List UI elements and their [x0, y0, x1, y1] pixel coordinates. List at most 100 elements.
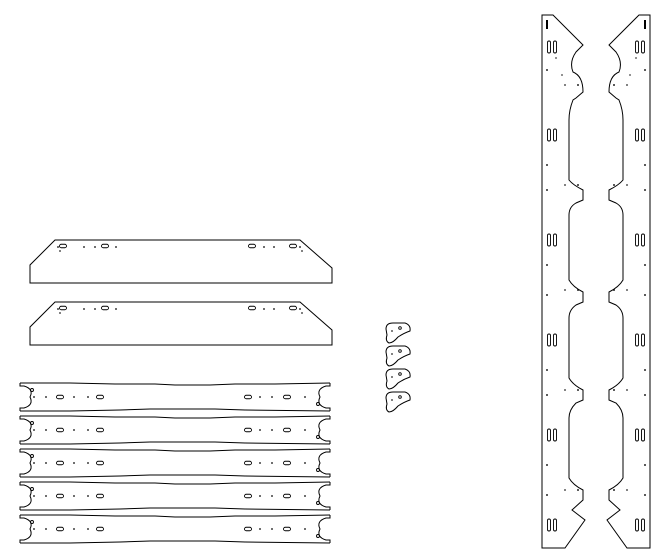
hole-mark — [644, 294, 646, 296]
hole-mark — [391, 353, 393, 355]
plate-outline — [29, 239, 333, 284]
hole-mark — [304, 396, 306, 398]
slot-hole — [244, 394, 252, 400]
hole-mark — [33, 528, 35, 530]
hole-mark — [271, 495, 273, 497]
hole-mark — [546, 164, 548, 166]
hole-mark — [33, 429, 35, 431]
hole-mark — [564, 389, 566, 391]
round-hole — [30, 421, 34, 425]
bracket-outline — [385, 322, 411, 344]
round-hole — [316, 402, 320, 406]
rail-top-edge — [20, 481, 331, 485]
hole-mark — [45, 528, 47, 530]
hole-mark — [644, 369, 646, 371]
slot-hole — [641, 428, 645, 442]
hole-mark — [644, 494, 646, 496]
rail — [19, 382, 331, 412]
slot-hole — [635, 233, 639, 247]
slot-hole — [547, 40, 551, 54]
hole-mark — [273, 246, 275, 248]
rail-left-end — [19, 416, 32, 444]
slot-hole — [56, 394, 64, 400]
slot-hole — [248, 305, 256, 311]
hole-mark — [626, 289, 628, 291]
hole-mark — [73, 462, 75, 464]
hole-mark — [613, 184, 615, 186]
hole-mark — [391, 399, 393, 401]
rail-right-end — [318, 449, 331, 477]
hole-mark — [644, 394, 646, 396]
hole-mark — [304, 495, 306, 497]
hole-mark — [59, 312, 61, 314]
rail-right-end — [318, 482, 331, 510]
hole-mark — [87, 429, 89, 431]
hole-mark — [87, 396, 89, 398]
slot-hole — [96, 394, 104, 400]
hole-mark — [45, 429, 47, 431]
slot-hole — [635, 333, 639, 347]
round-hole — [316, 534, 320, 538]
slot-hole — [56, 526, 64, 532]
hole-mark — [644, 164, 646, 166]
hole-mark — [546, 464, 548, 466]
hole-mark — [304, 429, 306, 431]
rail-left-end — [19, 449, 32, 477]
trapezoid-plates — [29, 239, 333, 346]
hole-mark — [45, 462, 47, 464]
round-hole — [316, 468, 320, 472]
slot-hole — [553, 428, 557, 442]
round-hole — [398, 326, 402, 330]
hole-mark — [626, 184, 628, 186]
hole-mark — [546, 369, 548, 371]
upright-outline — [541, 14, 586, 549]
hole-mark — [391, 376, 393, 378]
hole-mark — [546, 394, 548, 396]
bracket — [385, 391, 411, 413]
slot-hole — [553, 233, 557, 247]
rail-right-end — [318, 515, 331, 543]
trapezoid-plate — [29, 239, 333, 284]
rail-bottom-edge — [20, 408, 331, 412]
hole-mark — [271, 396, 273, 398]
hole-mark — [546, 264, 548, 266]
hole-mark — [73, 429, 75, 431]
rail-top-edge — [20, 415, 331, 419]
hole-mark — [83, 246, 85, 248]
rail-left-end — [19, 383, 32, 411]
hole-mark — [577, 184, 579, 186]
rail — [19, 415, 331, 445]
hole-mark — [263, 308, 265, 310]
hole-mark — [87, 528, 89, 530]
hole-mark — [94, 246, 96, 248]
slot-hole — [244, 526, 252, 532]
slot-hole — [244, 460, 252, 466]
hole-mark — [271, 462, 273, 464]
rail-left-end — [19, 482, 32, 510]
hole-mark — [263, 246, 265, 248]
hole-mark — [546, 69, 548, 71]
bracket-outline — [385, 391, 411, 413]
slot-hole — [289, 305, 297, 311]
hole-mark — [59, 250, 61, 252]
round-hole — [398, 372, 402, 376]
slot-hole — [56, 493, 64, 499]
hole-mark — [391, 330, 393, 332]
round-hole — [398, 395, 402, 399]
hole-mark — [626, 489, 628, 491]
slot-hole — [96, 460, 104, 466]
round-hole — [316, 501, 320, 505]
bracket — [385, 345, 411, 367]
hole-mark — [577, 84, 579, 86]
rail — [19, 448, 331, 478]
slot-hole — [553, 128, 557, 142]
hole-mark — [546, 494, 548, 496]
plate-outline — [29, 301, 333, 346]
slot-hole — [283, 427, 291, 433]
rail-bottom-edge — [20, 507, 331, 511]
rail-right-end — [318, 383, 331, 411]
end-slot — [644, 20, 646, 29]
hole-mark — [644, 264, 646, 266]
rail-top-edge — [20, 514, 331, 518]
slot-hole — [635, 128, 639, 142]
